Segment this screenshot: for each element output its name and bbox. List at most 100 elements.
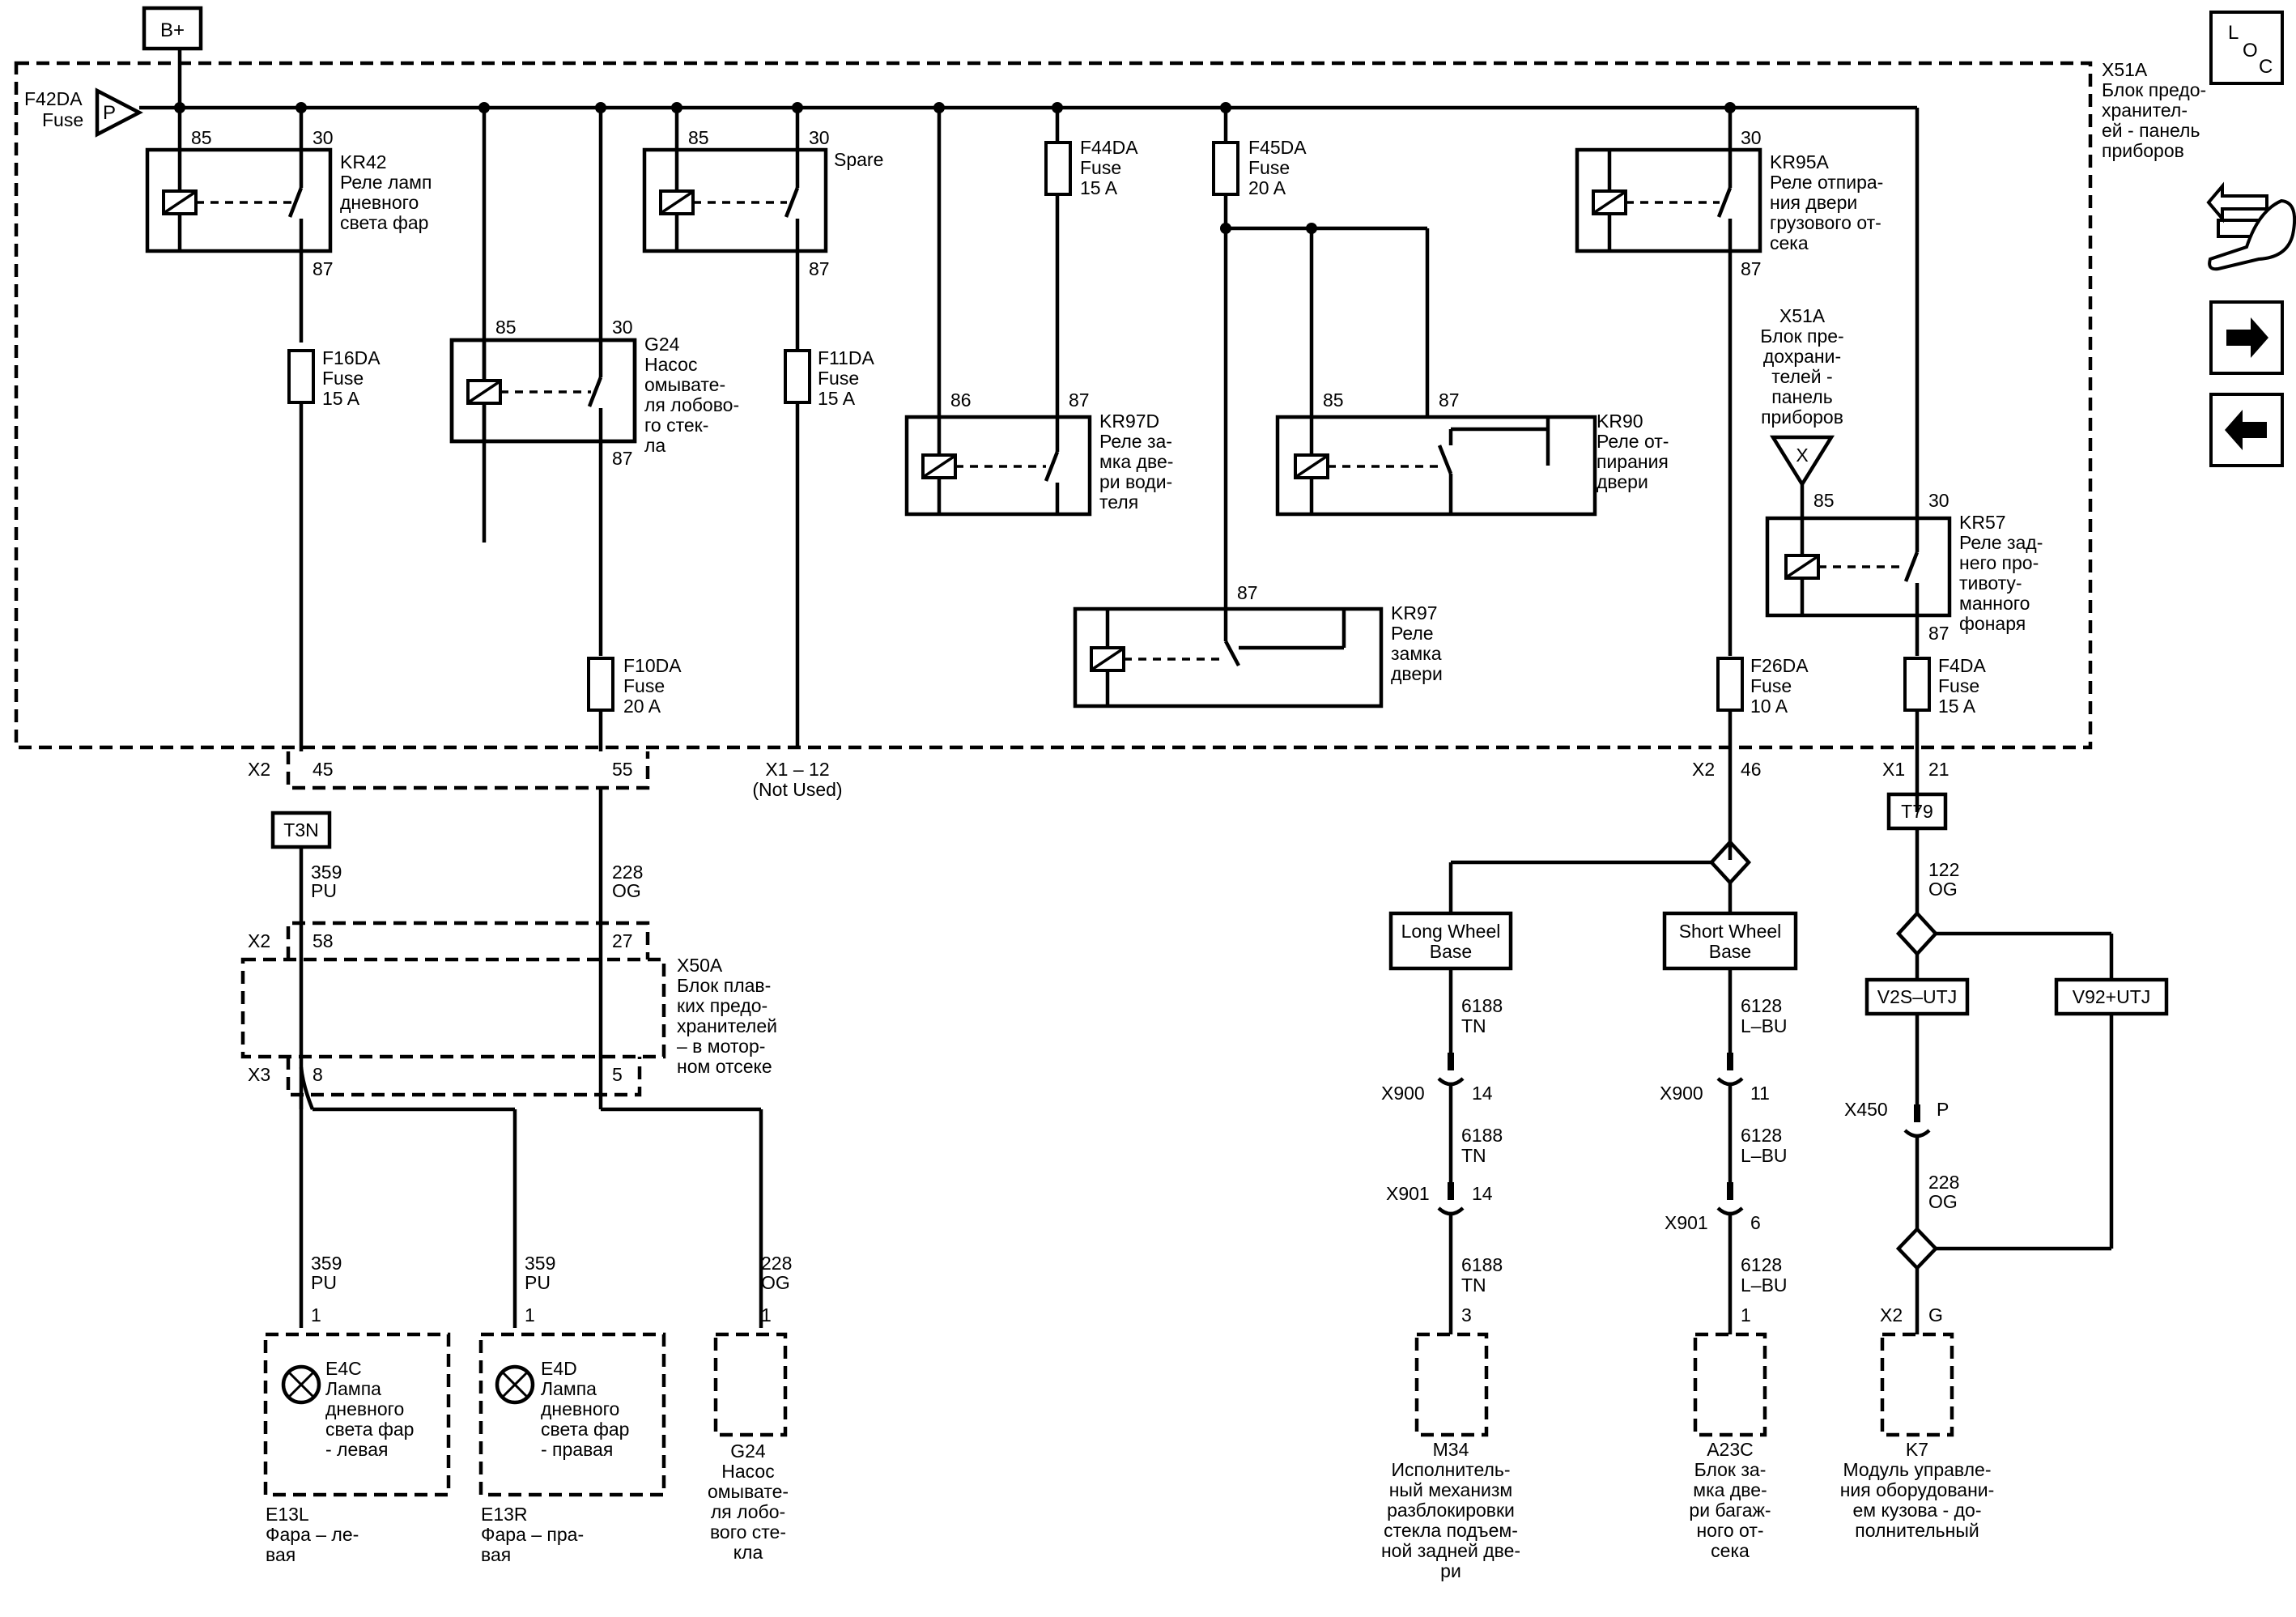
x450-pin: P [1937, 1099, 1949, 1120]
tag-short-wheel-base: Short Wheel Base [1662, 911, 1798, 971]
kr95a-pin-87: 87 [1741, 258, 1762, 279]
m34-desc-4: стекла подъем- [1384, 1520, 1518, 1541]
x50a-desc-2: ких предо- [677, 995, 767, 1016]
a23c-pin: 1 [1741, 1304, 1751, 1326]
x2-mid-pin-58: 58 [313, 930, 334, 951]
fuse-f42da: P F42DA Fuse [24, 87, 143, 138]
battery-label: B+ [160, 19, 185, 41]
kr57-desc-4: манного [1959, 593, 2030, 614]
trim-split [1895, 910, 2114, 980]
connector-x1-12: X1 – 12 (Not Used) [752, 759, 842, 800]
loc-badge[interactable]: L O C [2209, 11, 2284, 85]
v2s-label: V2S–UTJ [1877, 986, 1957, 1007]
x1-21-pin: 21 [1928, 759, 1949, 780]
kr57-id: KR57 [1959, 512, 2006, 533]
f10da-rating: 20 A [623, 696, 661, 717]
g24-desc-4: го стек- [644, 415, 708, 436]
relay-kr42: 85 30 87 KR42 Реле ламп дневного света ф… [145, 108, 432, 343]
arrow-right-icon[interactable] [2209, 300, 2284, 375]
w228b-color: OG [761, 1272, 790, 1293]
connector-x1-21: X1 21 [1882, 759, 1949, 780]
arrow-left-icon[interactable] [2209, 393, 2284, 467]
g24m-id: G24 [730, 1440, 766, 1462]
wrench-arrows-icon[interactable] [2206, 181, 2296, 271]
f26da-type: Fuse [1750, 675, 1792, 696]
tag-t79: T79 122 OG [1886, 792, 1959, 913]
w6188-2-num: 6188 [1461, 1125, 1503, 1146]
f11da-type: Fuse [818, 368, 859, 389]
k7-desc-3: ем кузова - до- [1853, 1500, 1982, 1521]
w6188-2-color: TN [1461, 1145, 1486, 1166]
g24-desc-2: омывате- [644, 374, 725, 395]
w228c-num: 228 [1928, 1172, 1959, 1193]
fuse-f44da-label: F44DA Fuse 15 A [1080, 137, 1138, 198]
e4d-desc-4: - правая [541, 1439, 613, 1460]
w359l-num: 359 [311, 1253, 342, 1274]
m34-desc-2: ный механизм [1389, 1479, 1513, 1500]
a23c-desc-1: Блок за- [1694, 1459, 1767, 1480]
w6188-1-num: 6188 [1461, 995, 1503, 1016]
f26da-rating: 10 A [1750, 696, 1788, 717]
e4d-desc-2: дневного [541, 1398, 619, 1419]
kr90-id: KR90 [1597, 411, 1643, 432]
w6128-3-num: 6128 [1741, 1254, 1782, 1275]
relay-kr57: 85 30 87 KR57 Реле зад- него про- тивоту… [1765, 108, 2043, 656]
kr57-desc-3: тивоту- [1959, 572, 2022, 594]
kr95a-desc-3: грузового от- [1770, 212, 1881, 233]
e4c-desc-2: дневного [325, 1398, 404, 1419]
t79-label: T79 [1901, 801, 1933, 822]
x900-l-name: X900 [1381, 1083, 1425, 1104]
g24-desc-3: ля лобово- [644, 394, 739, 415]
kr42-id: KR42 [340, 151, 387, 172]
a23c-desc-5: сека [1711, 1540, 1750, 1561]
g24m-desc-5: кла [733, 1542, 763, 1563]
x3-name: X3 [248, 1064, 270, 1085]
f16da-rating: 15 A [322, 388, 360, 409]
f11da-name: F11DA [818, 347, 875, 368]
kr42-desc-2: дневного [340, 192, 419, 213]
e4c-id: E4C [325, 1358, 362, 1379]
e13r-desc-1: Фара – пра- [481, 1524, 584, 1545]
f44da-rating: 15 A [1080, 177, 1118, 198]
x51a-ref-desc-2: дохрани- [1763, 346, 1841, 367]
x3-pin-5: 5 [612, 1064, 623, 1085]
x51a-ref-name: X51A [1779, 305, 1826, 326]
w6128-2-color: L–BU [1741, 1145, 1788, 1166]
x2-mid-pin-27: 27 [612, 930, 633, 951]
w6128-1-color: L–BU [1741, 1015, 1788, 1036]
k7-wiring: X450 P 228 OG X2 G [1844, 1014, 2114, 1334]
kr42-desc-3: света фар [340, 212, 428, 233]
k7-desc-1: Модуль управле- [1843, 1459, 1991, 1480]
w122-num: 122 [1928, 859, 1959, 880]
x900-r-name: X900 [1660, 1083, 1703, 1104]
lwb-line-2: Base [1430, 941, 1472, 962]
e4d-desc-3: света фар [541, 1419, 629, 1440]
x1-12-note: (Not Used) [752, 779, 842, 800]
loc-c: C [2259, 56, 2273, 78]
kr97-pin-87: 87 [1237, 582, 1258, 603]
spare-id: Spare [834, 149, 883, 170]
k7-desc-2: ния оборудовани- [1840, 1479, 1995, 1500]
module-desc-3: ей - панель [2102, 120, 2200, 141]
f4da-type: Fuse [1938, 675, 1979, 696]
w122-color: OG [1928, 879, 1958, 900]
relay-kr97: 87 KR97 Реле замка двери [1073, 582, 1443, 709]
pump-g24: 1 G24 Насос омывате- ля лобо- вого сте- … [708, 1304, 789, 1563]
connector-x2-mid: X2 58 27 [248, 921, 650, 960]
g24-id: G24 [644, 334, 680, 355]
t3n-label: T3N [283, 819, 318, 840]
f45da-type: Fuse [1248, 157, 1290, 178]
tag-t3n: T3N 359 PU [270, 811, 342, 923]
v92-label: V92+UTJ [2073, 986, 2151, 1007]
relay-kr90: 85 87 KR90 Реле от- пирания двери [1275, 228, 1669, 517]
w228a-color: OG [612, 880, 641, 901]
kr97d-pin-87: 87 [1069, 389, 1090, 411]
g24-desc-5: ла [644, 435, 665, 456]
relay-g24 [449, 108, 637, 543]
f16da-name: F16DA [322, 347, 381, 368]
g24-pin-30: 30 [612, 317, 633, 338]
module-desc-2: хранител- [2102, 100, 2188, 121]
fuse-f42da-symbol: P [103, 102, 116, 124]
x2-46-name: X2 [1692, 759, 1715, 780]
spare-pin-30: 30 [809, 127, 830, 148]
